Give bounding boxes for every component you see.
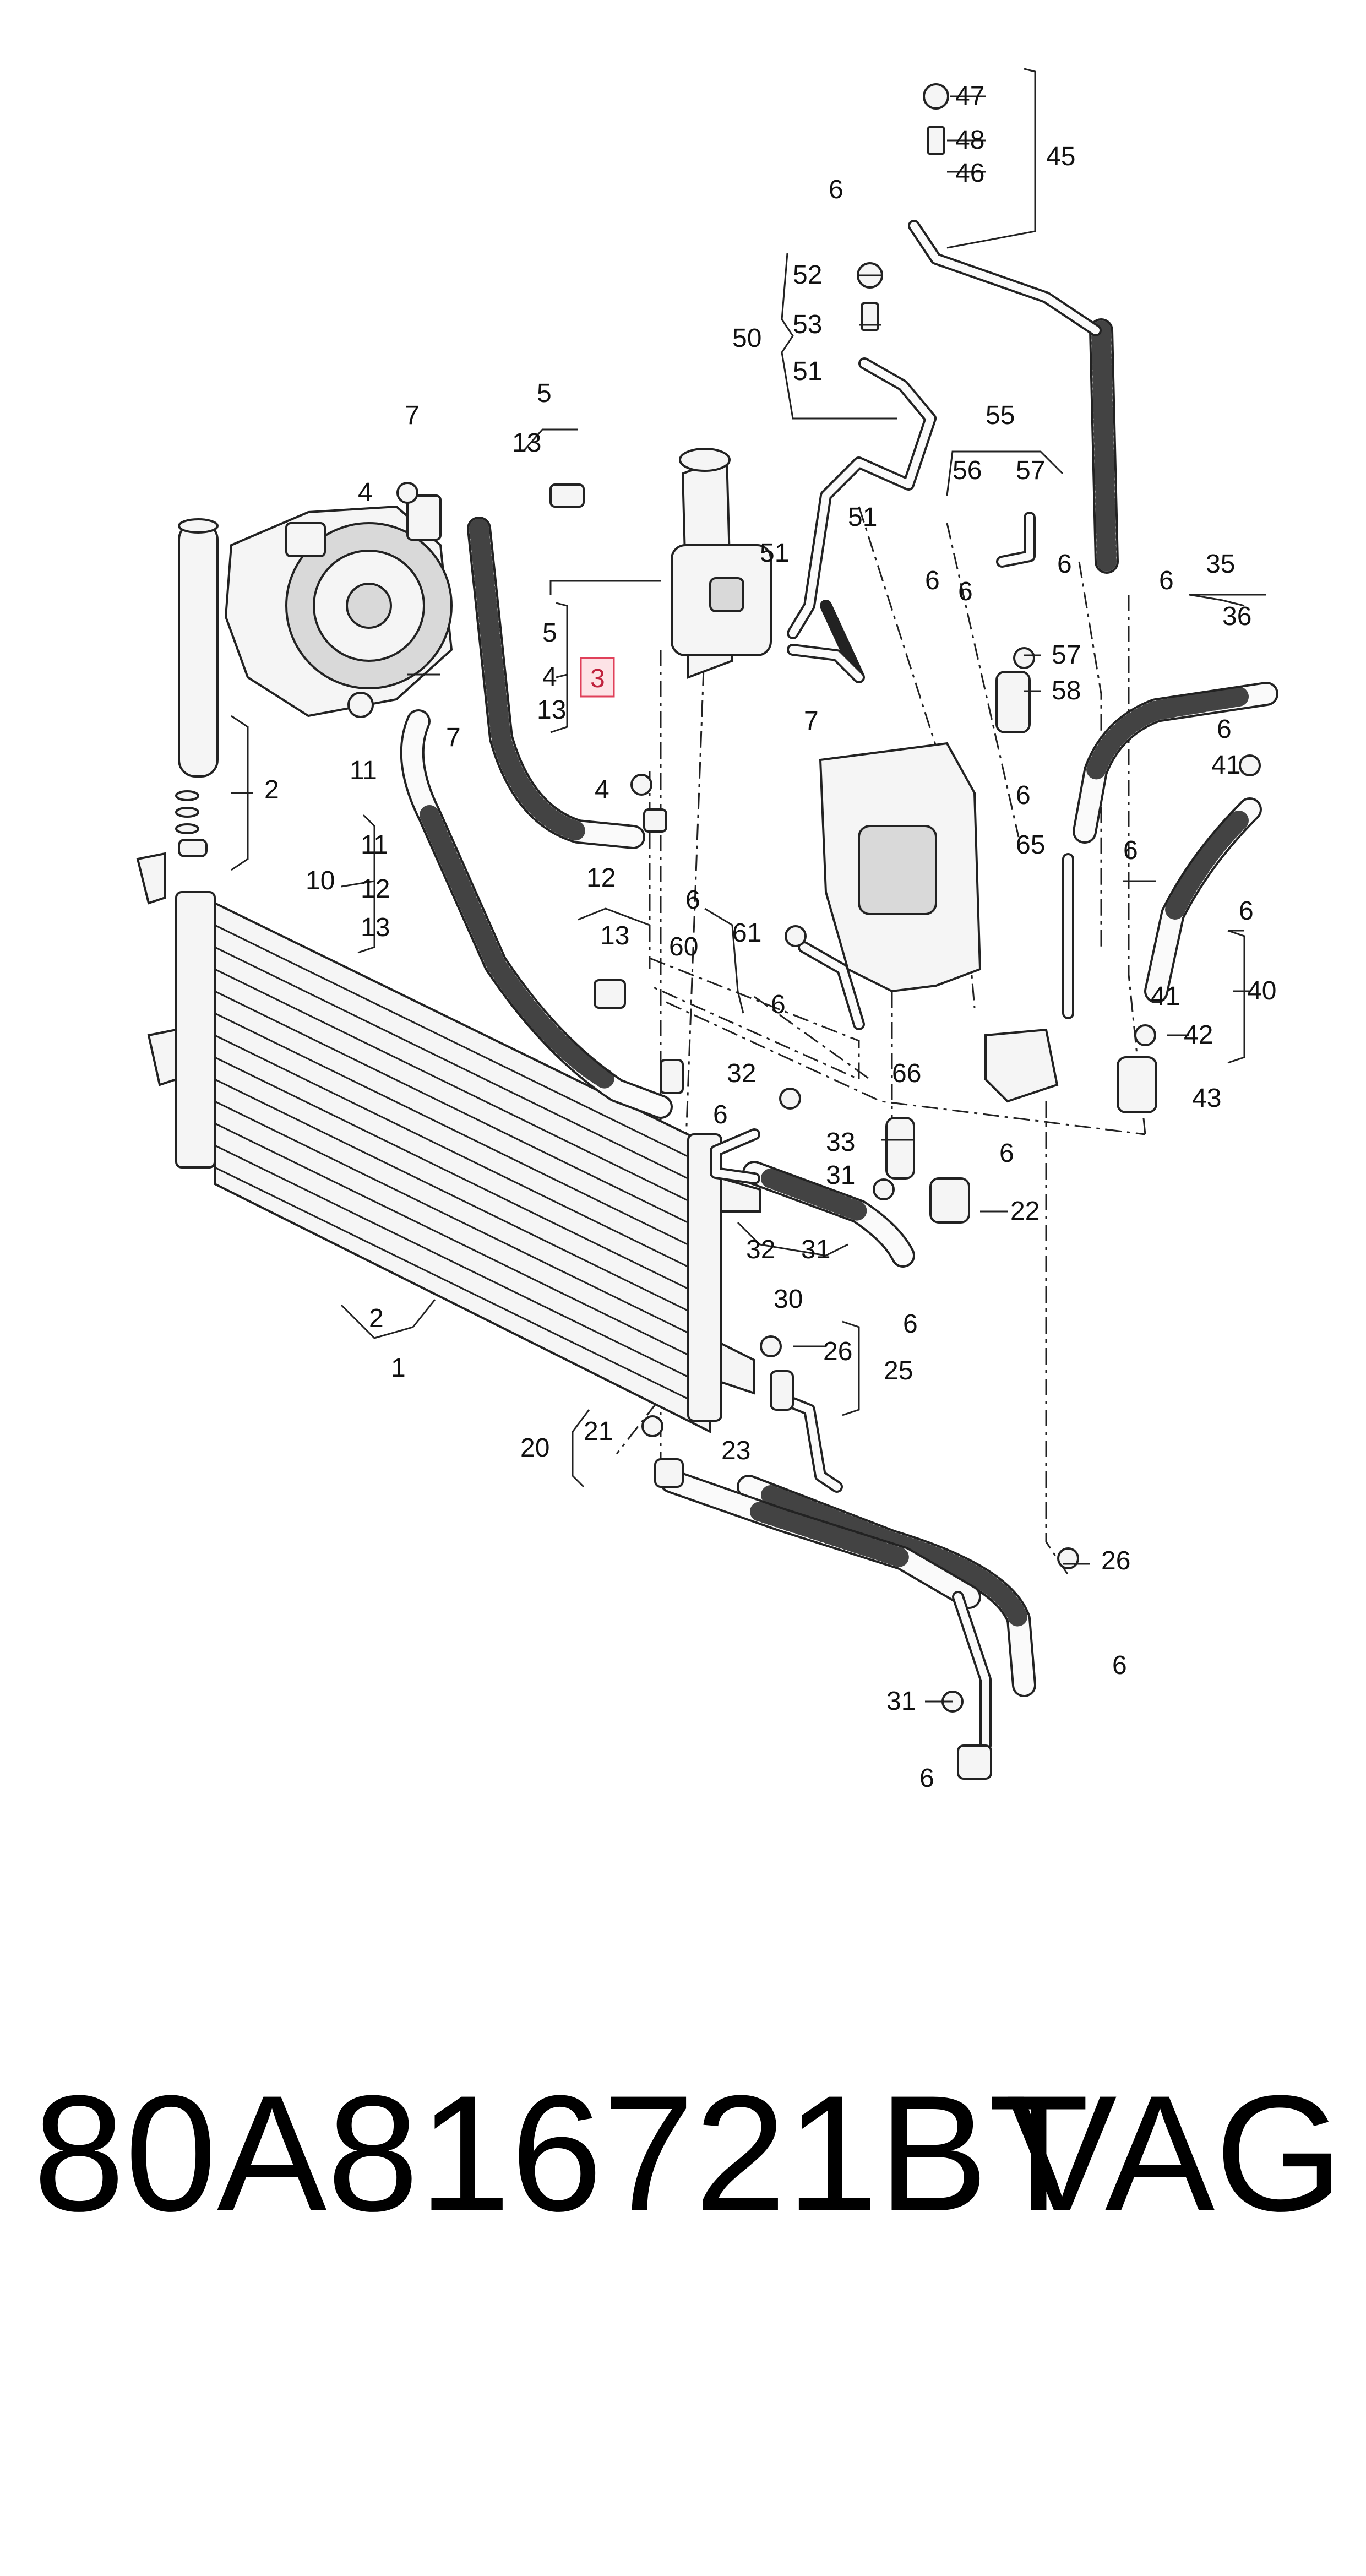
callout: 2 [264,775,279,805]
callout: 20 [520,1433,549,1463]
callout: 4 [595,775,609,805]
leader-lines [407,95,1244,1703]
callout: 30 [774,1285,803,1314]
callout: 7 [446,723,461,752]
callout: 6 [903,1309,918,1339]
callout: 11 [361,830,388,860]
callout: 22 [1010,1197,1040,1226]
hoses [400,318,1278,1697]
callout: 32 [746,1235,775,1264]
callout: 5 [537,379,552,408]
brand-name: VAG [1006,2061,1343,2246]
callout: 55 [986,401,1015,430]
callout: 41 [1151,982,1180,1011]
condenser-fins [214,924,711,1411]
part-number-footer: 80A816721BT VAG [33,2070,1343,2566]
callout: 13 [537,695,566,725]
callout: 57 [1052,640,1081,670]
callout: 11 [350,756,377,785]
callout: 6 [829,175,843,204]
small-components [347,83,1261,1780]
callout: 31 [801,1235,830,1264]
callout: 21 [584,1417,613,1446]
callout: 6 [1123,836,1138,865]
callout: 10 [306,866,335,895]
callout: 51 [760,539,789,568]
climate-housing-bracket [819,742,1059,1103]
exploded-parts-diagram: 47 48 46 45 6 52 53 50 51 7 5 13 4 55 56… [136,68,1278,1793]
callout: 41 [1211,751,1240,780]
callout: 52 [793,260,822,290]
callout: 43 [1192,1084,1221,1113]
pipes [710,220,1102,1752]
callout-labels: 47 48 46 45 6 52 53 50 51 7 5 13 4 55 56… [264,81,1276,1793]
callout: 47 [955,81,984,111]
callout: 45 [1046,142,1075,171]
callout: 5 [542,618,557,648]
callout: 31 [826,1161,855,1190]
callout: 66 [892,1059,921,1088]
callout: 26 [823,1337,852,1366]
callout: 50 [732,324,761,353]
callout: 60 [669,932,698,961]
callout: 48 [955,126,984,155]
callout: 6 [999,1139,1014,1168]
callout: 1 [391,1354,406,1383]
callout: 6 [713,1100,728,1129]
part-number: 80A816721BT [33,2061,1090,2246]
callout: 42 [1184,1020,1213,1050]
callout: 13 [600,921,629,950]
group-brackets [231,68,1266,1488]
callout: 61 [732,919,761,948]
callout: 23 [721,1436,750,1465]
callout: 6 [958,577,973,606]
receiver-dryer [175,518,219,857]
condenser [136,852,761,1434]
callout: 13 [512,428,541,458]
callout: 33 [826,1128,855,1157]
callout: 6 [1112,1651,1127,1680]
callout: 58 [1052,676,1081,705]
callout: 12 [586,863,616,893]
callout: 6 [925,566,940,595]
callout: 35 [1206,550,1235,579]
callout: 51 [848,503,877,532]
callout: 40 [1247,976,1276,1006]
callout: 7 [405,401,420,430]
callout: 6 [1217,715,1232,744]
callout: 46 [955,159,984,188]
ac-compressor [224,494,453,718]
callout: 56 [953,456,982,485]
callout: 3 [590,664,605,693]
evaporator-valve-block [671,448,772,679]
callout: 32 [727,1059,756,1088]
callout: 26 [1101,1546,1130,1575]
callout: 4 [358,478,373,507]
callout: 31 [886,1687,916,1716]
callout: 2 [369,1304,384,1333]
callout: 25 [884,1356,913,1385]
callout: 4 [542,662,557,692]
callout: 6 [1239,896,1254,926]
callout: 36 [1222,602,1251,631]
callout: 51 [793,357,822,386]
callout: 6 [919,1764,934,1793]
highlight-box-item-3 [580,657,615,698]
callout: 7 [804,707,819,736]
callout: 6 [771,990,786,1019]
callout: 6 [1057,550,1072,579]
callout: 65 [1016,830,1045,860]
callout: 53 [793,310,822,339]
callout: 57 [1016,456,1045,485]
callout: 6 [1016,781,1031,810]
callout: 6 [1159,566,1174,595]
callout: 12 [361,874,390,904]
callout: 6 [685,885,700,915]
callout: 13 [361,913,390,942]
